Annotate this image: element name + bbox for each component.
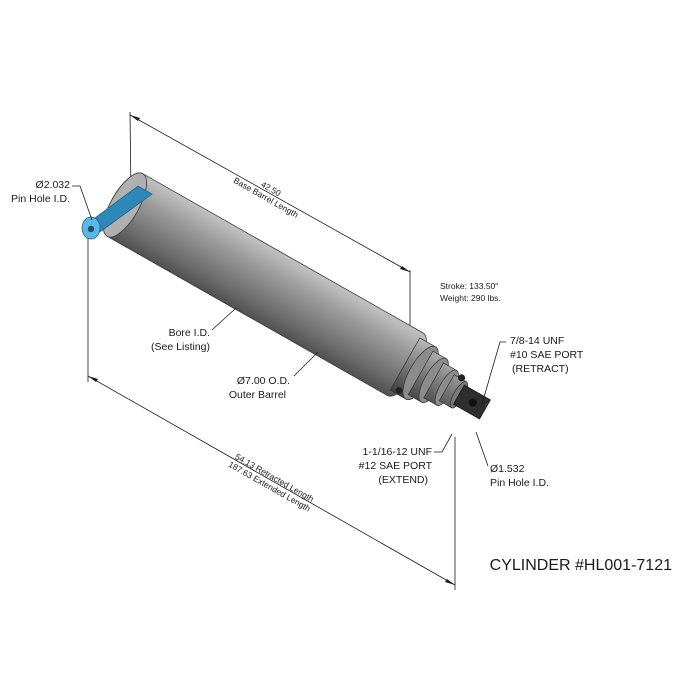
base-barrel-dimension-line [129, 114, 411, 273]
retract-port-size: #10 SAE PORT [510, 349, 584, 361]
weight-spec: Weight: 290 lbs. [440, 293, 501, 303]
retract-port-function: (RETRACT) [512, 363, 569, 375]
pin-hole-bottom-label: Pin Hole I.D. [490, 477, 549, 489]
arrowhead [445, 579, 455, 585]
leader-lines [72, 185, 506, 467]
outer-barrel-diameter: Ø7.00 O.D. [237, 375, 290, 387]
bore-sublabel: (See Listing) [151, 341, 210, 353]
pin-hole-top-diameter: Ø2.032 [36, 179, 71, 191]
cylinder-body [103, 172, 491, 420]
arrowhead [88, 376, 98, 382]
retracted-dimension-line [87, 375, 456, 586]
stroke-spec: Stroke: 133.50" [440, 281, 498, 291]
dimension-lines [87, 111, 456, 590]
arrowhead [130, 115, 140, 121]
dimension-arrows [88, 115, 455, 585]
leader-retract-port [481, 341, 506, 405]
leader-outer-barrel [293, 351, 319, 377]
retract-port-thread: 7/8-14 UNF [510, 335, 564, 347]
extend-port [395, 387, 403, 395]
bore-label: Bore I.D. [169, 327, 210, 339]
extend-port-size: #12 SAE PORT [359, 460, 433, 472]
rod-end-pin-hole [468, 398, 477, 407]
leader-extend-port [434, 433, 453, 453]
drawing-title: CYLINDER #HL001-7121 [490, 557, 672, 574]
outer-barrel-label: Outer Barrel [229, 389, 286, 401]
arrowhead [400, 266, 410, 272]
leader-bore [211, 307, 237, 331]
pin-mount-hole [87, 225, 95, 233]
base-barrel-dimension-text: 42.50 Base Barrel Length [232, 175, 300, 220]
retract-port [458, 374, 466, 382]
retracted-dimension-text: 54.13 Retracted Length 187.63 Extended L… [227, 451, 316, 513]
extend-port-function: (EXTEND) [378, 474, 428, 486]
leader-pin-hole-bottom [475, 431, 489, 467]
extend-port-thread: 1-1/16-12 UNF [363, 446, 432, 458]
leader-pin-hole-top [72, 185, 93, 221]
pin-mount-bracket [83, 185, 153, 233]
pin-hole-bottom-diameter: Ø1.532 [490, 463, 525, 475]
pin-hole-top-label: Pin Hole I.D. [11, 193, 70, 205]
